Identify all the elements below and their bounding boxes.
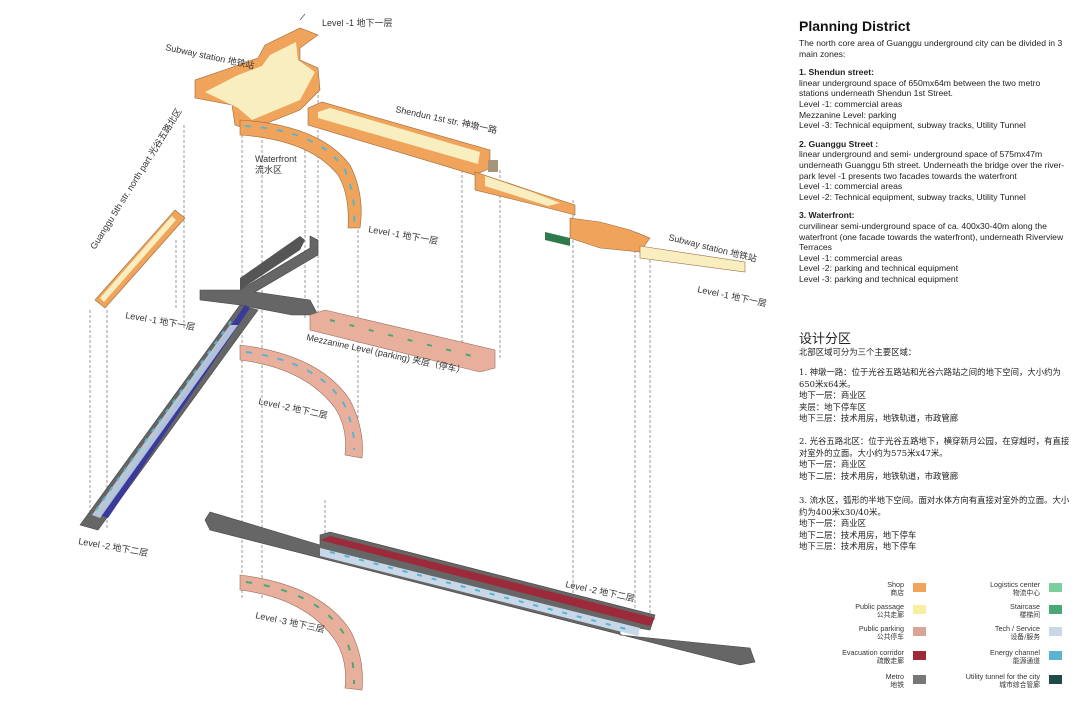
legend-swatch xyxy=(913,605,926,614)
legend-label-cn: 商店 xyxy=(890,589,904,597)
legend-swatch xyxy=(1049,605,1062,614)
level1-waterfront-arc xyxy=(239,119,362,229)
legend-label: Metro xyxy=(885,672,904,681)
legend-swatch xyxy=(913,627,926,636)
level1-guanggu-band xyxy=(94,209,186,309)
legend-label: Logistics center xyxy=(990,580,1040,589)
zone-3: 3. Waterfront: curvilinear semi-undergro… xyxy=(799,210,1069,284)
label-level2-left: Level -2 地下二层 xyxy=(78,535,149,558)
cn-zone-3: 3. 流水区，弧形的半地下空间。面对水体方向有直接对室外的立面。大小约为400米… xyxy=(799,495,1070,551)
legend-label-cn: 设备/服务 xyxy=(1010,633,1040,641)
label-waterfront: Waterfront xyxy=(255,154,297,164)
axonometric-diagram: Level -1 地下一层 Subway station 地铁站 Shendun… xyxy=(78,13,768,691)
legend-label-cn: 楼梯间 xyxy=(1019,611,1040,619)
level2-long-band xyxy=(204,511,756,666)
legend-label-cn: 能源通道 xyxy=(1012,657,1040,665)
legend-label: Utility tunnel for the city xyxy=(965,672,1040,681)
zone-3-heading: 3. Waterfront: xyxy=(799,210,855,221)
panel-intro: The north core area of Guanggu undergrou… xyxy=(799,38,1063,59)
legend-label-cn: 公共走廊 xyxy=(876,611,904,619)
zone-1-body: linear underground space of 650mx64m bet… xyxy=(799,77,1041,131)
label-level1-top: Level -1 地下一层 xyxy=(322,17,393,28)
level2-arc xyxy=(239,344,363,459)
cn-zone-2: 2. 光谷五路北区：位于光谷五路地下，横穿新月公园，在穿越时，有直接对室外的立面… xyxy=(799,436,1070,481)
zone-2: 2. Guanggu Street : linear underground a… xyxy=(799,139,1069,203)
planning-district-panel: Planning District The north core area of… xyxy=(799,18,1069,284)
legend-label-cn: 地铁 xyxy=(890,681,904,689)
zone-2-body: linear underground and semi- underground… xyxy=(799,149,1065,202)
legend-label: Public parking xyxy=(858,624,904,633)
panel-title: Planning District xyxy=(799,18,911,34)
legend-swatch xyxy=(1049,651,1062,660)
label-subway-station-left: Subway station 地铁站 xyxy=(165,41,256,71)
zone-3-body: curvilinear semi-underground space of ca… xyxy=(799,220,1064,284)
legend-label: Evacuation corridor xyxy=(842,648,904,657)
label-level1-left: Level -1 地下一层 xyxy=(125,309,196,332)
legend-swatch xyxy=(1049,627,1062,636)
label-level2-arc: Level -2 地下二层 xyxy=(258,395,329,420)
level1-shendun-band xyxy=(307,101,746,273)
legend-label-cn: 城市综合管廊 xyxy=(999,681,1040,689)
zone-1-heading: 1. Shendun street: xyxy=(799,67,874,78)
cn-intro: 北部区域可分为三个主要区域： xyxy=(799,347,917,357)
level1-subway-station-cross xyxy=(194,13,321,131)
zone-2-heading: 2. Guanggu Street : xyxy=(799,138,879,149)
mezzanine-parking xyxy=(309,309,496,373)
legend-swatch xyxy=(1049,583,1062,592)
legend-label-cn: 物流中心 xyxy=(1012,589,1040,597)
label-level1-mid: Level -1 地下一层 xyxy=(368,223,439,246)
label-level1-right: Level -1 地下一层 xyxy=(697,283,768,308)
legend-swatch xyxy=(913,675,926,684)
projection-lines xyxy=(89,90,651,620)
legend-label: Public passage xyxy=(855,602,904,611)
legend-label: Shop xyxy=(887,580,904,589)
zone-1: 1. Shendun street: linear underground sp… xyxy=(799,67,1069,131)
legend-label: Staircase xyxy=(1010,602,1040,611)
legend-swatch xyxy=(913,583,926,592)
label-waterfront-cn: 流水区 xyxy=(255,164,282,175)
legend-label-cn: 公共停车 xyxy=(876,633,904,641)
legend-swatch xyxy=(1049,675,1062,684)
legend-label: Tech / Service xyxy=(994,624,1040,633)
legend-label-cn: 疏散走廊 xyxy=(876,657,904,665)
metro-cross xyxy=(79,235,319,531)
legend-label: Energy channel xyxy=(990,648,1040,657)
level3-arc xyxy=(239,574,363,691)
cn-title: 设计分区 xyxy=(799,332,852,347)
cn-zone-1: 1. 神墩一路：位于光谷五路站和光谷六路站之间的地下空间，大小约为650米x64… xyxy=(799,367,1061,423)
legend-swatch xyxy=(913,651,926,660)
